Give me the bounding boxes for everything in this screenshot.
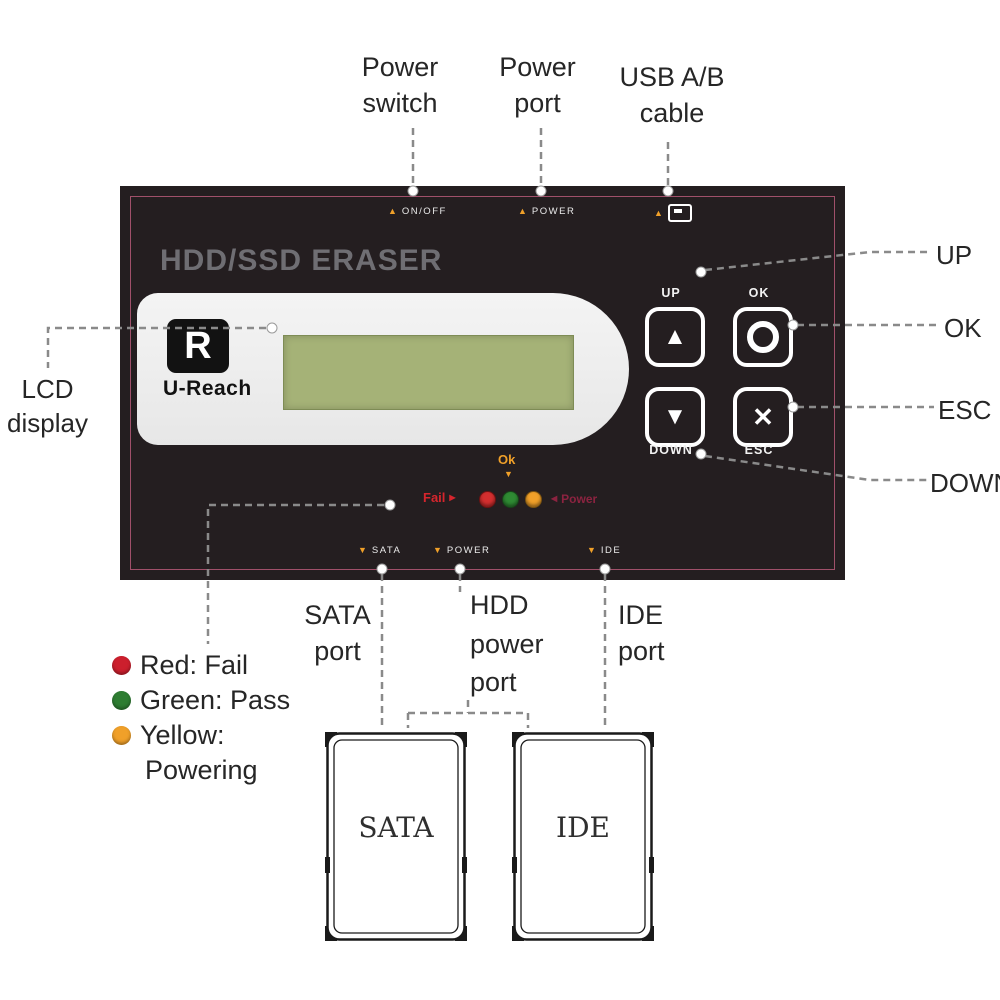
callout-sata-port-line1: SATA bbox=[304, 600, 371, 630]
drive-inner-line bbox=[520, 739, 646, 934]
green-led bbox=[502, 491, 519, 508]
drive-side-tab bbox=[325, 857, 330, 873]
callout-power-switch-line1: Power bbox=[361, 52, 439, 82]
drive-side-tab bbox=[512, 857, 517, 873]
callout-ide-port: IDE port bbox=[618, 598, 665, 669]
led-power-label: ◀ Power bbox=[551, 493, 597, 505]
triangle-down-icon: ▼ bbox=[433, 545, 442, 556]
sata-drive: SATA bbox=[325, 731, 467, 942]
up-button-label: UP bbox=[661, 286, 681, 300]
ide-drive-drawing: IDE bbox=[512, 732, 654, 941]
ide-drive: IDE bbox=[512, 731, 654, 942]
ok-button[interactable] bbox=[733, 307, 793, 367]
triangle-up-icon: ▲ bbox=[388, 206, 397, 217]
led-ok-pointer-icon: ▼ bbox=[504, 469, 513, 479]
power-text: Power bbox=[561, 492, 598, 506]
red-led bbox=[479, 491, 496, 508]
drive-side-tab bbox=[649, 857, 654, 873]
callout-power-switch-line2: switch bbox=[362, 87, 438, 118]
callout-sata-port-line2: port bbox=[314, 635, 361, 666]
legend-row-green: Green: Pass bbox=[112, 685, 290, 716]
sata-drive-label: SATA bbox=[358, 811, 434, 844]
device-title: HDD/SSD ERASER bbox=[160, 244, 443, 277]
legend-green-label: Green: Pass bbox=[140, 685, 291, 715]
ok-ring-icon bbox=[747, 321, 779, 353]
triangle-up-icon: ▲ bbox=[518, 206, 527, 217]
lcd-screen bbox=[283, 335, 574, 410]
usb-port-icon-pin bbox=[673, 209, 682, 213]
callout-down: DOWN bbox=[930, 468, 1000, 498]
green-led-legend-icon bbox=[112, 691, 131, 710]
callout-sata-port: SATA port bbox=[290, 598, 385, 669]
marker-onoff-label: ON/OFF bbox=[401, 206, 447, 217]
callout-power-switch: Power switch bbox=[335, 50, 465, 121]
esc-cross-icon: ✕ bbox=[752, 402, 774, 432]
marker-usb: ▲ bbox=[654, 204, 692, 222]
marker-bottom-power: ▼ POWER bbox=[433, 546, 490, 556]
brand-name: U-Reach bbox=[163, 377, 252, 400]
callout-usb-cable-line1: USB A/B bbox=[619, 62, 725, 92]
drive-side-tab bbox=[462, 857, 467, 873]
legend-yellow-label: Yellow: bbox=[140, 720, 225, 750]
yellow-led-legend-icon bbox=[112, 726, 131, 745]
marker-ide: ▼ IDE bbox=[587, 546, 621, 556]
drive-inner-line bbox=[333, 739, 459, 934]
callout-power-port-line1: Power bbox=[499, 52, 576, 82]
marker-top-power: ▲ POWER bbox=[518, 207, 575, 217]
led-fail-label: Fail ▶ bbox=[423, 491, 456, 504]
marker-sata-label: SATA bbox=[371, 545, 402, 556]
callout-power-port-line2: port bbox=[514, 87, 561, 118]
marker-onoff: ▲ ON/OFF bbox=[388, 207, 447, 217]
ide-drive-label: IDE bbox=[556, 811, 610, 844]
lcd-display-area: R U-Reach bbox=[137, 293, 629, 445]
legend-row-yellow: Yellow: bbox=[112, 720, 225, 751]
callout-usb-cable: USB A/B cable bbox=[608, 60, 736, 131]
callout-up: UP bbox=[936, 240, 973, 270]
legend-row-red: Red: Fail bbox=[112, 650, 248, 681]
marker-sata: ▼ SATA bbox=[358, 546, 401, 556]
callout-hdd-power-line3: port bbox=[470, 667, 517, 698]
drive-outline bbox=[513, 732, 653, 941]
up-button[interactable]: ▲ bbox=[645, 307, 705, 367]
triangle-down-icon: ▼ bbox=[587, 545, 596, 556]
callout-ide-port-line1: IDE bbox=[618, 600, 664, 630]
callout-ide-port-line2: port bbox=[618, 635, 665, 666]
callout-lcd-display: LCD display bbox=[0, 372, 95, 441]
usb-port-icon bbox=[667, 204, 692, 222]
drive-outline bbox=[326, 732, 466, 941]
fail-text: Fail bbox=[423, 490, 446, 505]
led-ok-label: Ok bbox=[498, 452, 516, 467]
callout-lcd-line2: display bbox=[7, 408, 88, 439]
connector-hdd-power-split bbox=[406, 700, 530, 728]
esc-button[interactable]: ✕ bbox=[733, 387, 793, 447]
callout-hdd-power-port: HDD power port bbox=[470, 586, 544, 702]
sata-drive-drawing: SATA bbox=[325, 732, 467, 941]
power-arrow-icon: ◀ bbox=[551, 494, 558, 503]
callout-lcd-line1: LCD bbox=[21, 374, 74, 404]
eraser-device-panel: HDD/SSD ERASER ▲ ON/OFF ▲ POWER ▲ R U-Re… bbox=[120, 186, 845, 580]
down-button-label: DOWN bbox=[649, 443, 693, 457]
marker-bottom-power-label: POWER bbox=[446, 545, 491, 556]
marker-top-power-label: POWER bbox=[531, 206, 576, 217]
ok-button-label: OK bbox=[748, 286, 770, 300]
up-arrow-icon: ▲ bbox=[663, 323, 687, 350]
callout-ok: OK bbox=[944, 313, 982, 343]
callout-usb-cable-line2: cable bbox=[639, 97, 705, 128]
yellow-led bbox=[525, 491, 542, 508]
fail-arrow-icon: ▶ bbox=[449, 492, 456, 502]
u-reach-logo-icon: R bbox=[167, 319, 229, 373]
marker-ide-label: IDE bbox=[600, 545, 622, 556]
triangle-up-icon: ▲ bbox=[654, 207, 663, 218]
esc-button-label: ESC bbox=[744, 443, 774, 457]
red-led-legend-icon bbox=[112, 656, 131, 675]
down-arrow-icon: ▼ bbox=[663, 403, 687, 430]
callout-power-port: Power port bbox=[480, 50, 595, 121]
callout-esc: ESC bbox=[938, 395, 992, 425]
callout-hdd-power-line2: power bbox=[470, 628, 544, 659]
triangle-down-icon: ▼ bbox=[358, 545, 367, 556]
callout-hdd-power-line1: HDD bbox=[470, 590, 529, 620]
down-button[interactable]: ▼ bbox=[645, 387, 705, 447]
legend-red-label: Red: Fail bbox=[140, 650, 249, 680]
legend-yellow-label-cont: Powering bbox=[145, 755, 258, 785]
